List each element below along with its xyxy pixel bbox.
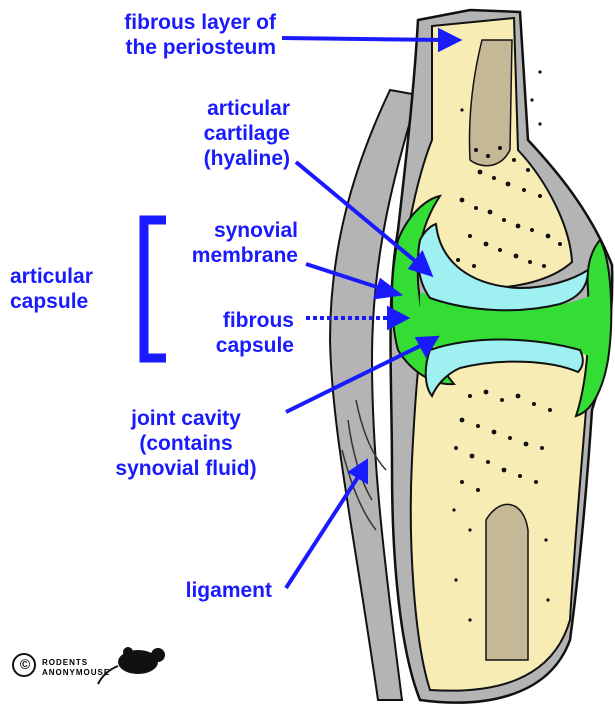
label-joint-cavity: joint cavity (contains synovial fluid) <box>96 406 276 481</box>
label-cartilage-line1: articular <box>150 96 290 121</box>
label-periosteum: fibrous layer of the periosteum <box>60 10 276 60</box>
logo-text-line1: RODENTS <box>42 658 88 667</box>
arrow-periosteum <box>282 38 446 40</box>
label-cartilage-line3: (hyaline) <box>150 146 290 171</box>
label-cartilage-line2: cartilage <box>150 121 290 146</box>
label-joint-cavity-line1: joint cavity <box>96 406 276 431</box>
label-cartilage: articular cartilage (hyaline) <box>150 96 290 171</box>
label-periosteum-line1: fibrous layer of <box>60 10 276 35</box>
label-joint-cavity-line3: synovial fluid) <box>96 456 276 481</box>
label-fibrous-capsule-line2: capsule <box>170 333 294 358</box>
label-ligament-text: ligament <box>186 579 272 602</box>
lower-marrow <box>486 504 528 660</box>
rodent-logo-mouse <box>98 647 165 684</box>
label-synovial-membrane-line2: membrane <box>160 243 298 268</box>
label-articular-capsule: articular capsule <box>10 264 130 314</box>
label-ligament: ligament <box>140 578 272 603</box>
label-fibrous-capsule: fibrous capsule <box>170 308 294 358</box>
label-articular-capsule-line1: articular <box>10 264 130 289</box>
copyright-symbol: © <box>14 653 36 675</box>
label-synovial-membrane-line1: synovial <box>160 218 298 243</box>
label-joint-cavity-line2: (contains <box>96 431 276 456</box>
arrow-ligament <box>286 474 360 588</box>
logo-text-line2: ANONYMOUSE <box>42 668 110 677</box>
label-fibrous-capsule-line1: fibrous <box>170 308 294 333</box>
label-periosteum-line2: the periosteum <box>60 35 276 60</box>
label-articular-capsule-line2: capsule <box>10 289 130 314</box>
label-synovial-membrane: synovial membrane <box>160 218 298 268</box>
